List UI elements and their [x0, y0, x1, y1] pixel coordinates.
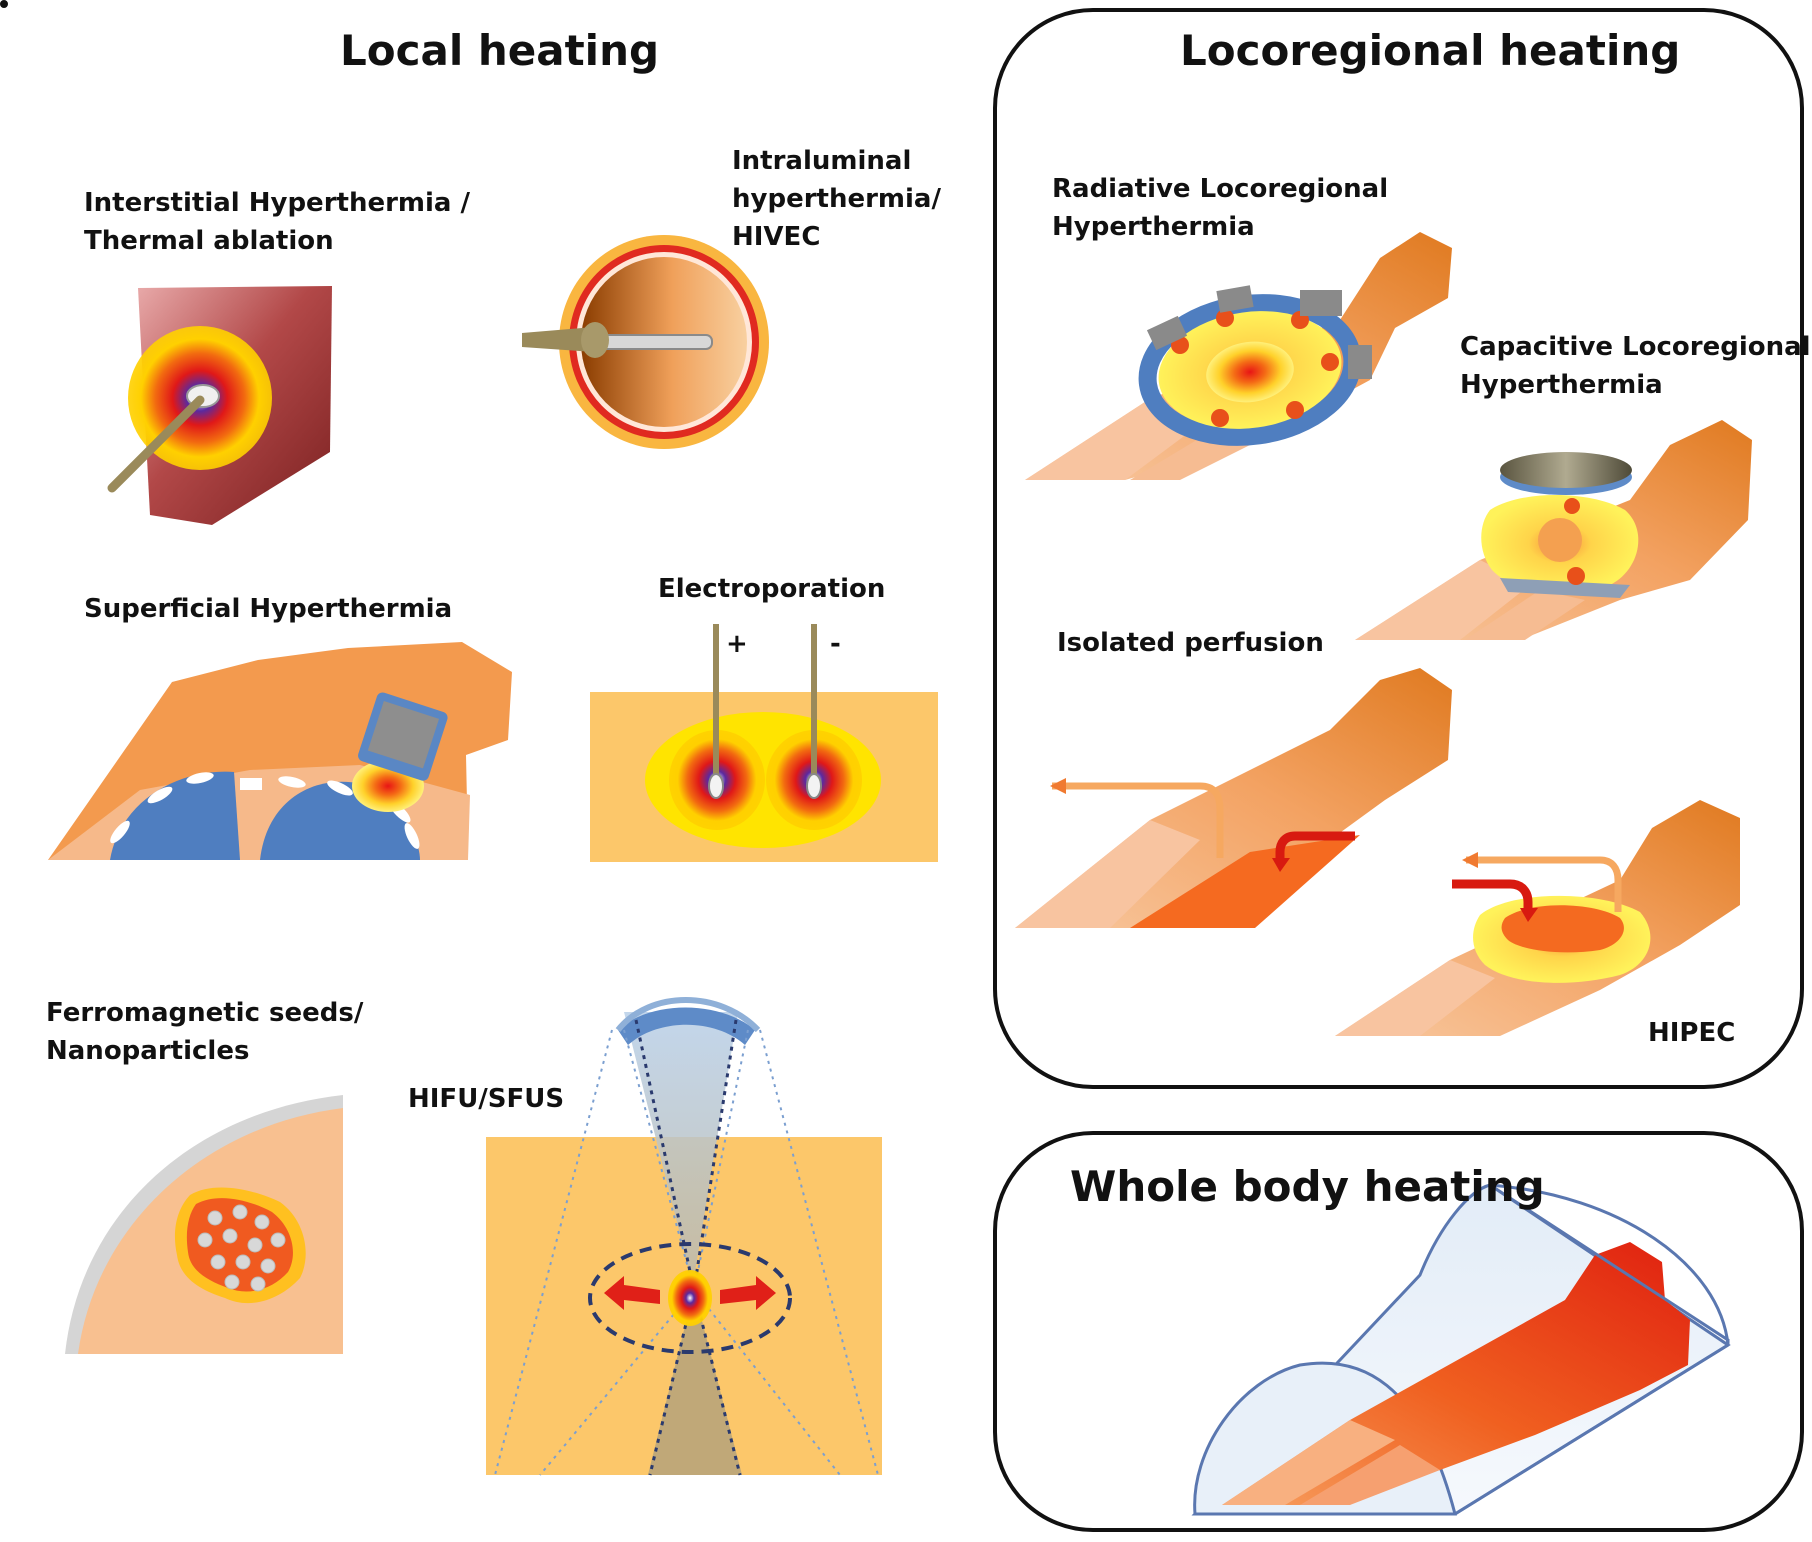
- isolated-perfusion-illustration: [1015, 668, 1452, 928]
- radiative-illustration: [1025, 232, 1452, 480]
- interstitial-label: Interstitial Hyperthermia / Thermal abla…: [84, 188, 471, 256]
- whole-body-heating-panel: [993, 1131, 1804, 1532]
- hifu-illustration: [486, 997, 882, 1476]
- locoregional-heating-title: Locoregional heating: [1180, 26, 1681, 75]
- local-heating-title: Local heating: [340, 26, 660, 75]
- interstitial-illustration: [107, 286, 332, 525]
- hipec-illustration: [1335, 800, 1740, 1036]
- superficial-label: Superficial Hyperthermia: [84, 594, 453, 624]
- electrode-plus-label: +: [726, 629, 748, 659]
- hifu-label: HIFU/SFUS: [408, 1084, 565, 1114]
- hipec-label: HIPEC: [1648, 1018, 1736, 1048]
- superficial-illustration: [48, 642, 512, 860]
- electrode-minus-label: -: [830, 629, 841, 659]
- capacitive-illustration: [1355, 420, 1752, 640]
- electroporation-illustration: [590, 624, 938, 862]
- whole-body-illustration: [1191, 1183, 1731, 1516]
- electroporation-label: Electroporation: [658, 574, 886, 604]
- radiative-label: Radiative Locoregional Hyperthermia: [1052, 174, 1389, 242]
- isolated-perfusion-label: Isolated perfusion: [1057, 628, 1324, 658]
- capacitive-label: Capacitive Locoregional Hyperthermia: [1460, 332, 1811, 400]
- intraluminal-label: Intraluminal hyperthermia/ HIVEC: [732, 146, 941, 252]
- whole-body-heating-title: Whole body heating: [1070, 1162, 1545, 1211]
- locoregional-heating-panel: [993, 8, 1804, 1089]
- intraluminal-illustration: [522, 235, 769, 449]
- ferromagnetic-label: Ferromagnetic seeds/ Nanoparticles: [46, 998, 364, 1066]
- ferromagnetic-illustration: [65, 1095, 343, 1354]
- local-heating-panel: [0, 0, 8, 8]
